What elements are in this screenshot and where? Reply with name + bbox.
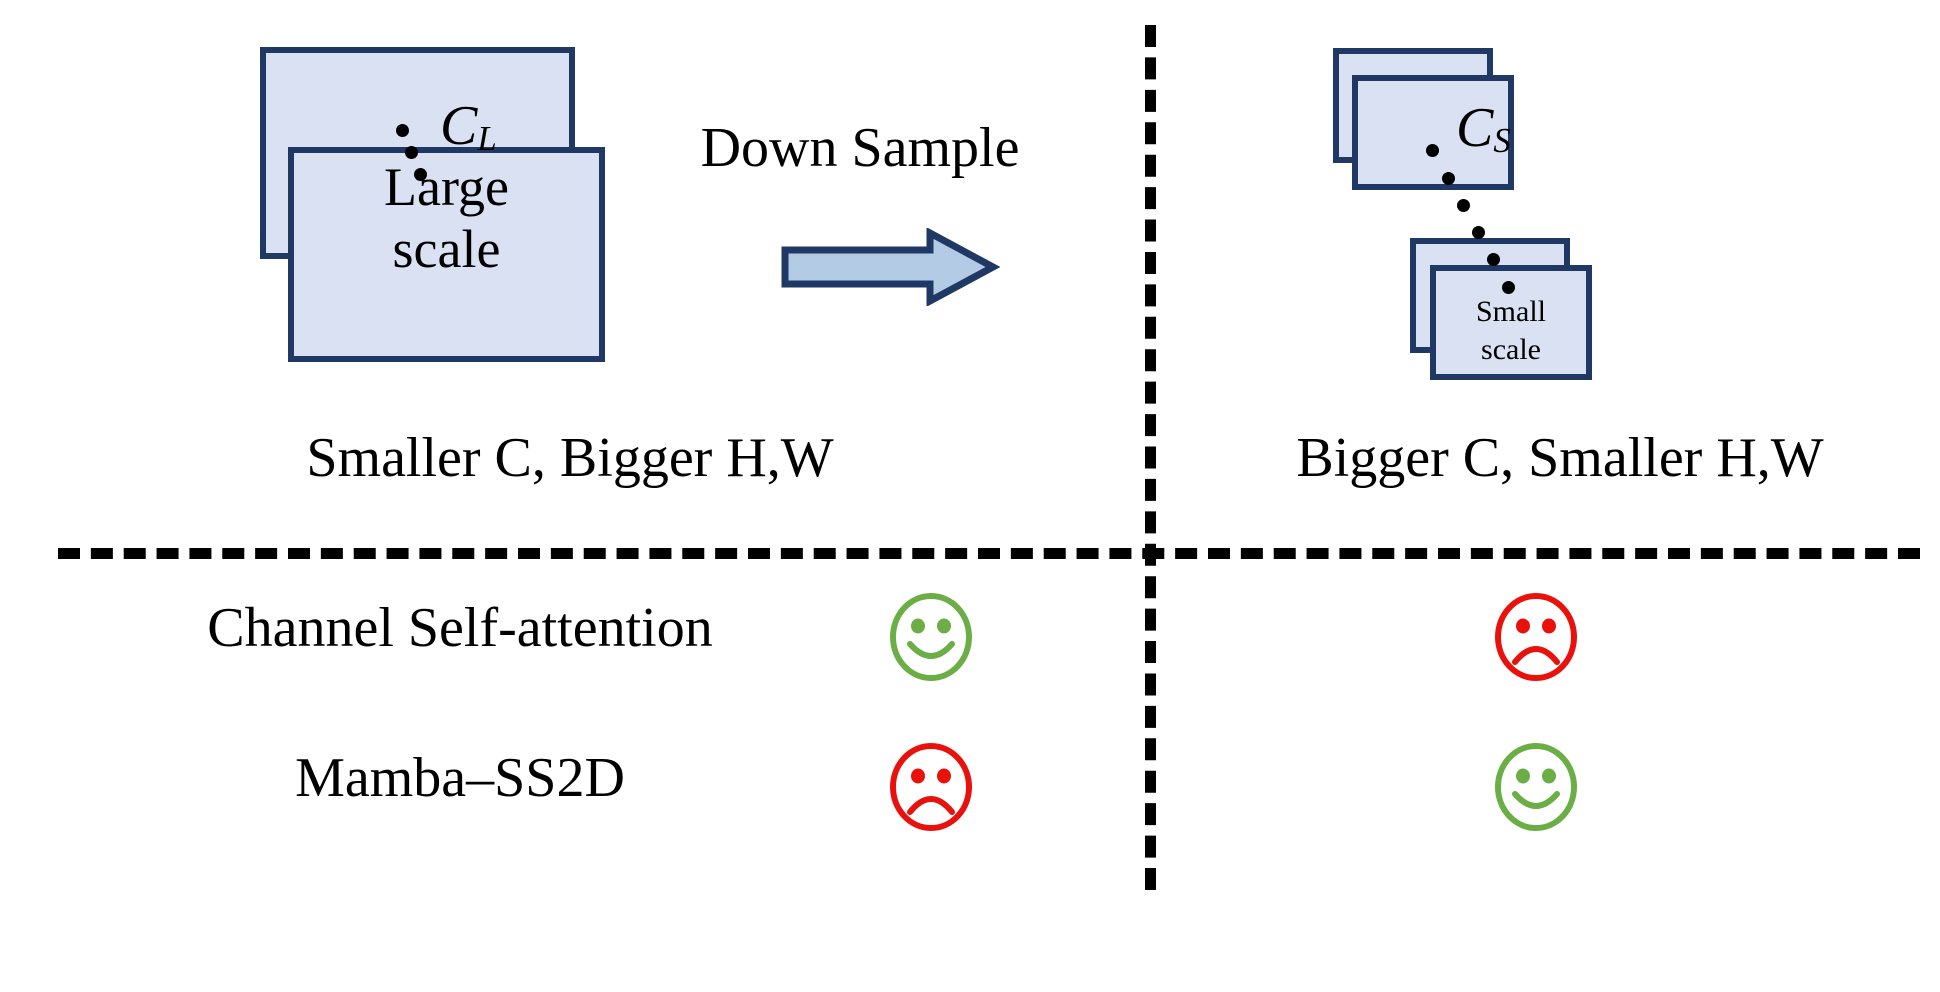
comparison-row-method: Mamba–SS2D — [295, 747, 625, 809]
left-caption: Smaller C, Bigger H,W — [306, 427, 834, 489]
right-channel-subscript: S — [1493, 121, 1511, 161]
channel-dot — [405, 146, 418, 159]
left-scale-label-line1: Large — [384, 157, 509, 217]
channel-dot — [414, 168, 427, 181]
down-sample-arrow-icon — [781, 228, 1000, 306]
right-channel-letter: C — [1456, 97, 1494, 159]
left-channel-letter: C — [440, 95, 478, 157]
channel-dot — [1487, 253, 1500, 266]
right-feature-map-box-front-top — [1352, 75, 1514, 190]
left-channel-symbol: CL — [440, 98, 497, 157]
smiley-face-icon — [890, 593, 972, 681]
frowny-face-icon — [890, 743, 972, 831]
channel-dot — [1457, 199, 1470, 212]
down-sample-label: Down Sample — [700, 117, 1020, 179]
channel-dot — [396, 124, 409, 137]
right-caption: Bigger C, Smaller H,W — [1296, 427, 1824, 489]
left-channel-subscript: L — [477, 119, 497, 159]
right-channel-symbol: CS — [1456, 100, 1511, 159]
left-feature-map-box-front — [288, 147, 605, 362]
channel-dot — [1426, 144, 1439, 157]
frowny-face-icon — [1495, 593, 1577, 681]
right-scale-label-line1: Small — [1475, 295, 1546, 328]
left-scale-label-line2: scale — [392, 219, 501, 279]
right-scale-label-line2: scale — [1481, 333, 1541, 366]
channel-dot — [1472, 226, 1485, 239]
comparison-row-method: Channel Self-attention — [207, 597, 713, 659]
vertical-divider — [1145, 25, 1156, 890]
channel-dot — [1442, 172, 1455, 185]
right-feature-map-box-front-bottom — [1430, 265, 1592, 380]
smiley-face-icon — [1495, 743, 1577, 831]
channel-dot — [1502, 281, 1515, 294]
horizontal-divider — [58, 548, 1920, 559]
